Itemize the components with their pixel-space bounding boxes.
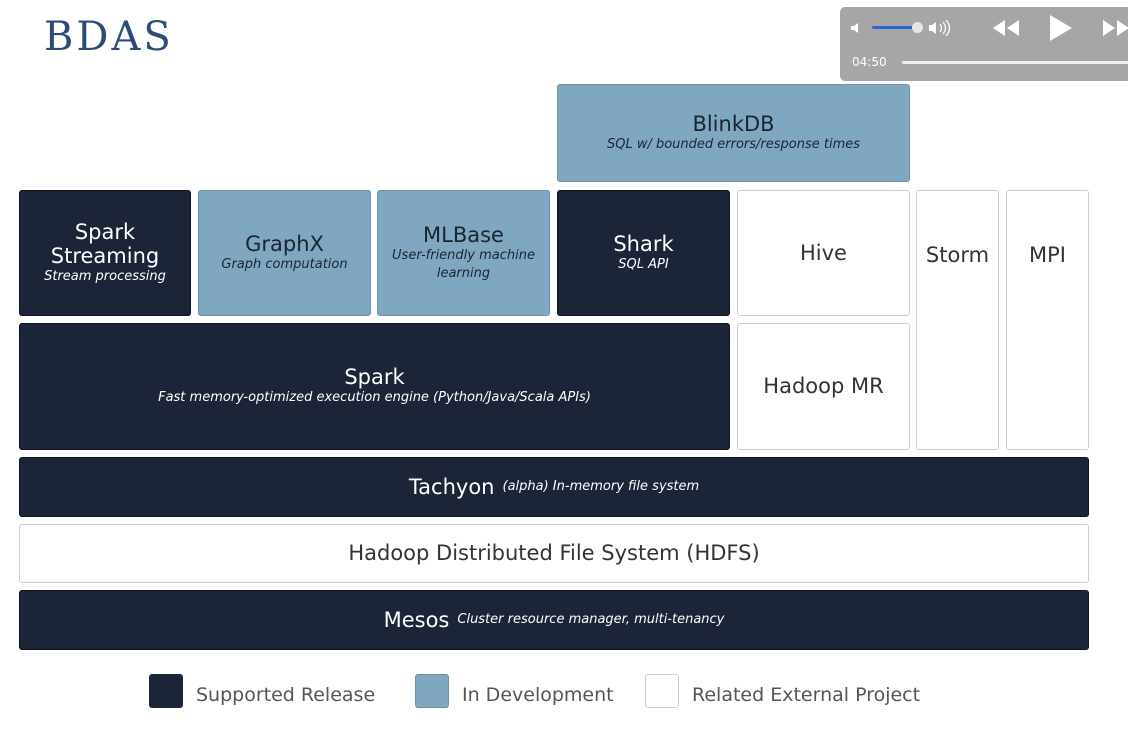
- block-desc: SQL API: [618, 256, 669, 272]
- block-mpi: MPI: [1006, 190, 1089, 450]
- fast-forward-icon[interactable]: [1102, 19, 1128, 37]
- block-hdfs: Hadoop Distributed File System (HDFS): [19, 524, 1089, 583]
- block-name: Hive: [800, 240, 847, 265]
- block-name: Tachyon: [408, 474, 495, 499]
- volume-low-icon[interactable]: [850, 21, 864, 35]
- volume-slider[interactable]: [872, 26, 920, 29]
- block-mlbase: MLBase User-friendly machine learning: [377, 190, 550, 316]
- block-mesos: Mesos Cluster resource manager, multi-te…: [19, 590, 1089, 650]
- block-desc: Stream processing: [44, 269, 166, 285]
- block-name: Spark: [344, 365, 405, 390]
- play-icon[interactable]: [1048, 13, 1074, 43]
- block-hadoop-mr: Hadoop MR: [737, 323, 910, 450]
- block-desc: Cluster resource manager, multi-tenancy: [457, 611, 725, 627]
- volume-slider-handle[interactable]: [912, 22, 923, 33]
- block-hive: Hive: [737, 190, 910, 316]
- block-shark: Shark SQL API: [557, 190, 730, 316]
- block-name: Spark Streaming: [50, 219, 160, 268]
- video-controls: 04:50: [840, 7, 1128, 81]
- block-storm: Storm: [916, 190, 999, 450]
- block-desc: Graph computation: [221, 256, 348, 272]
- block-graphx: GraphX Graph computation: [198, 190, 371, 316]
- legend-swatch-external: [645, 674, 679, 708]
- legend-label-supported: Supported Release: [196, 684, 376, 706]
- current-time: 04:50: [852, 55, 887, 69]
- block-desc: (alpha) In-memory file system: [502, 478, 700, 494]
- block-desc: SQL w/ bounded errors/response times: [606, 136, 861, 152]
- block-name: Mesos: [383, 607, 450, 632]
- block-desc: User-friendly machine learning: [392, 247, 535, 282]
- block-blinkdb: BlinkDB SQL w/ bounded errors/response t…: [557, 84, 910, 182]
- block-desc: Fast memory-optimized execution engine (…: [158, 390, 591, 406]
- volume-high-icon[interactable]: [928, 19, 952, 37]
- rewind-icon[interactable]: [992, 19, 1020, 37]
- block-name: MLBase: [423, 222, 504, 247]
- block-name: Hadoop MR: [763, 374, 884, 399]
- slide-title: BDAS: [44, 14, 174, 60]
- block-name: MPI: [1029, 243, 1066, 267]
- block-tachyon: Tachyon (alpha) In-memory file system: [19, 457, 1089, 517]
- block-spark: Spark Fast memory-optimized execution en…: [19, 323, 730, 450]
- legend-label-development: In Development: [462, 684, 614, 706]
- block-name: Storm: [925, 243, 990, 267]
- legend-label-external: Related External Project: [692, 684, 921, 706]
- progress-bar[interactable]: [902, 61, 1128, 64]
- block-name: GraphX: [245, 231, 324, 256]
- block-spark-streaming: Spark Streaming Stream processing: [19, 190, 191, 316]
- legend-swatch-supported: [149, 674, 183, 708]
- block-name: Hadoop Distributed File System (HDFS): [348, 541, 760, 566]
- block-name: Shark: [613, 231, 674, 256]
- legend-swatch-development: [415, 674, 449, 708]
- block-name: BlinkDB: [692, 111, 775, 136]
